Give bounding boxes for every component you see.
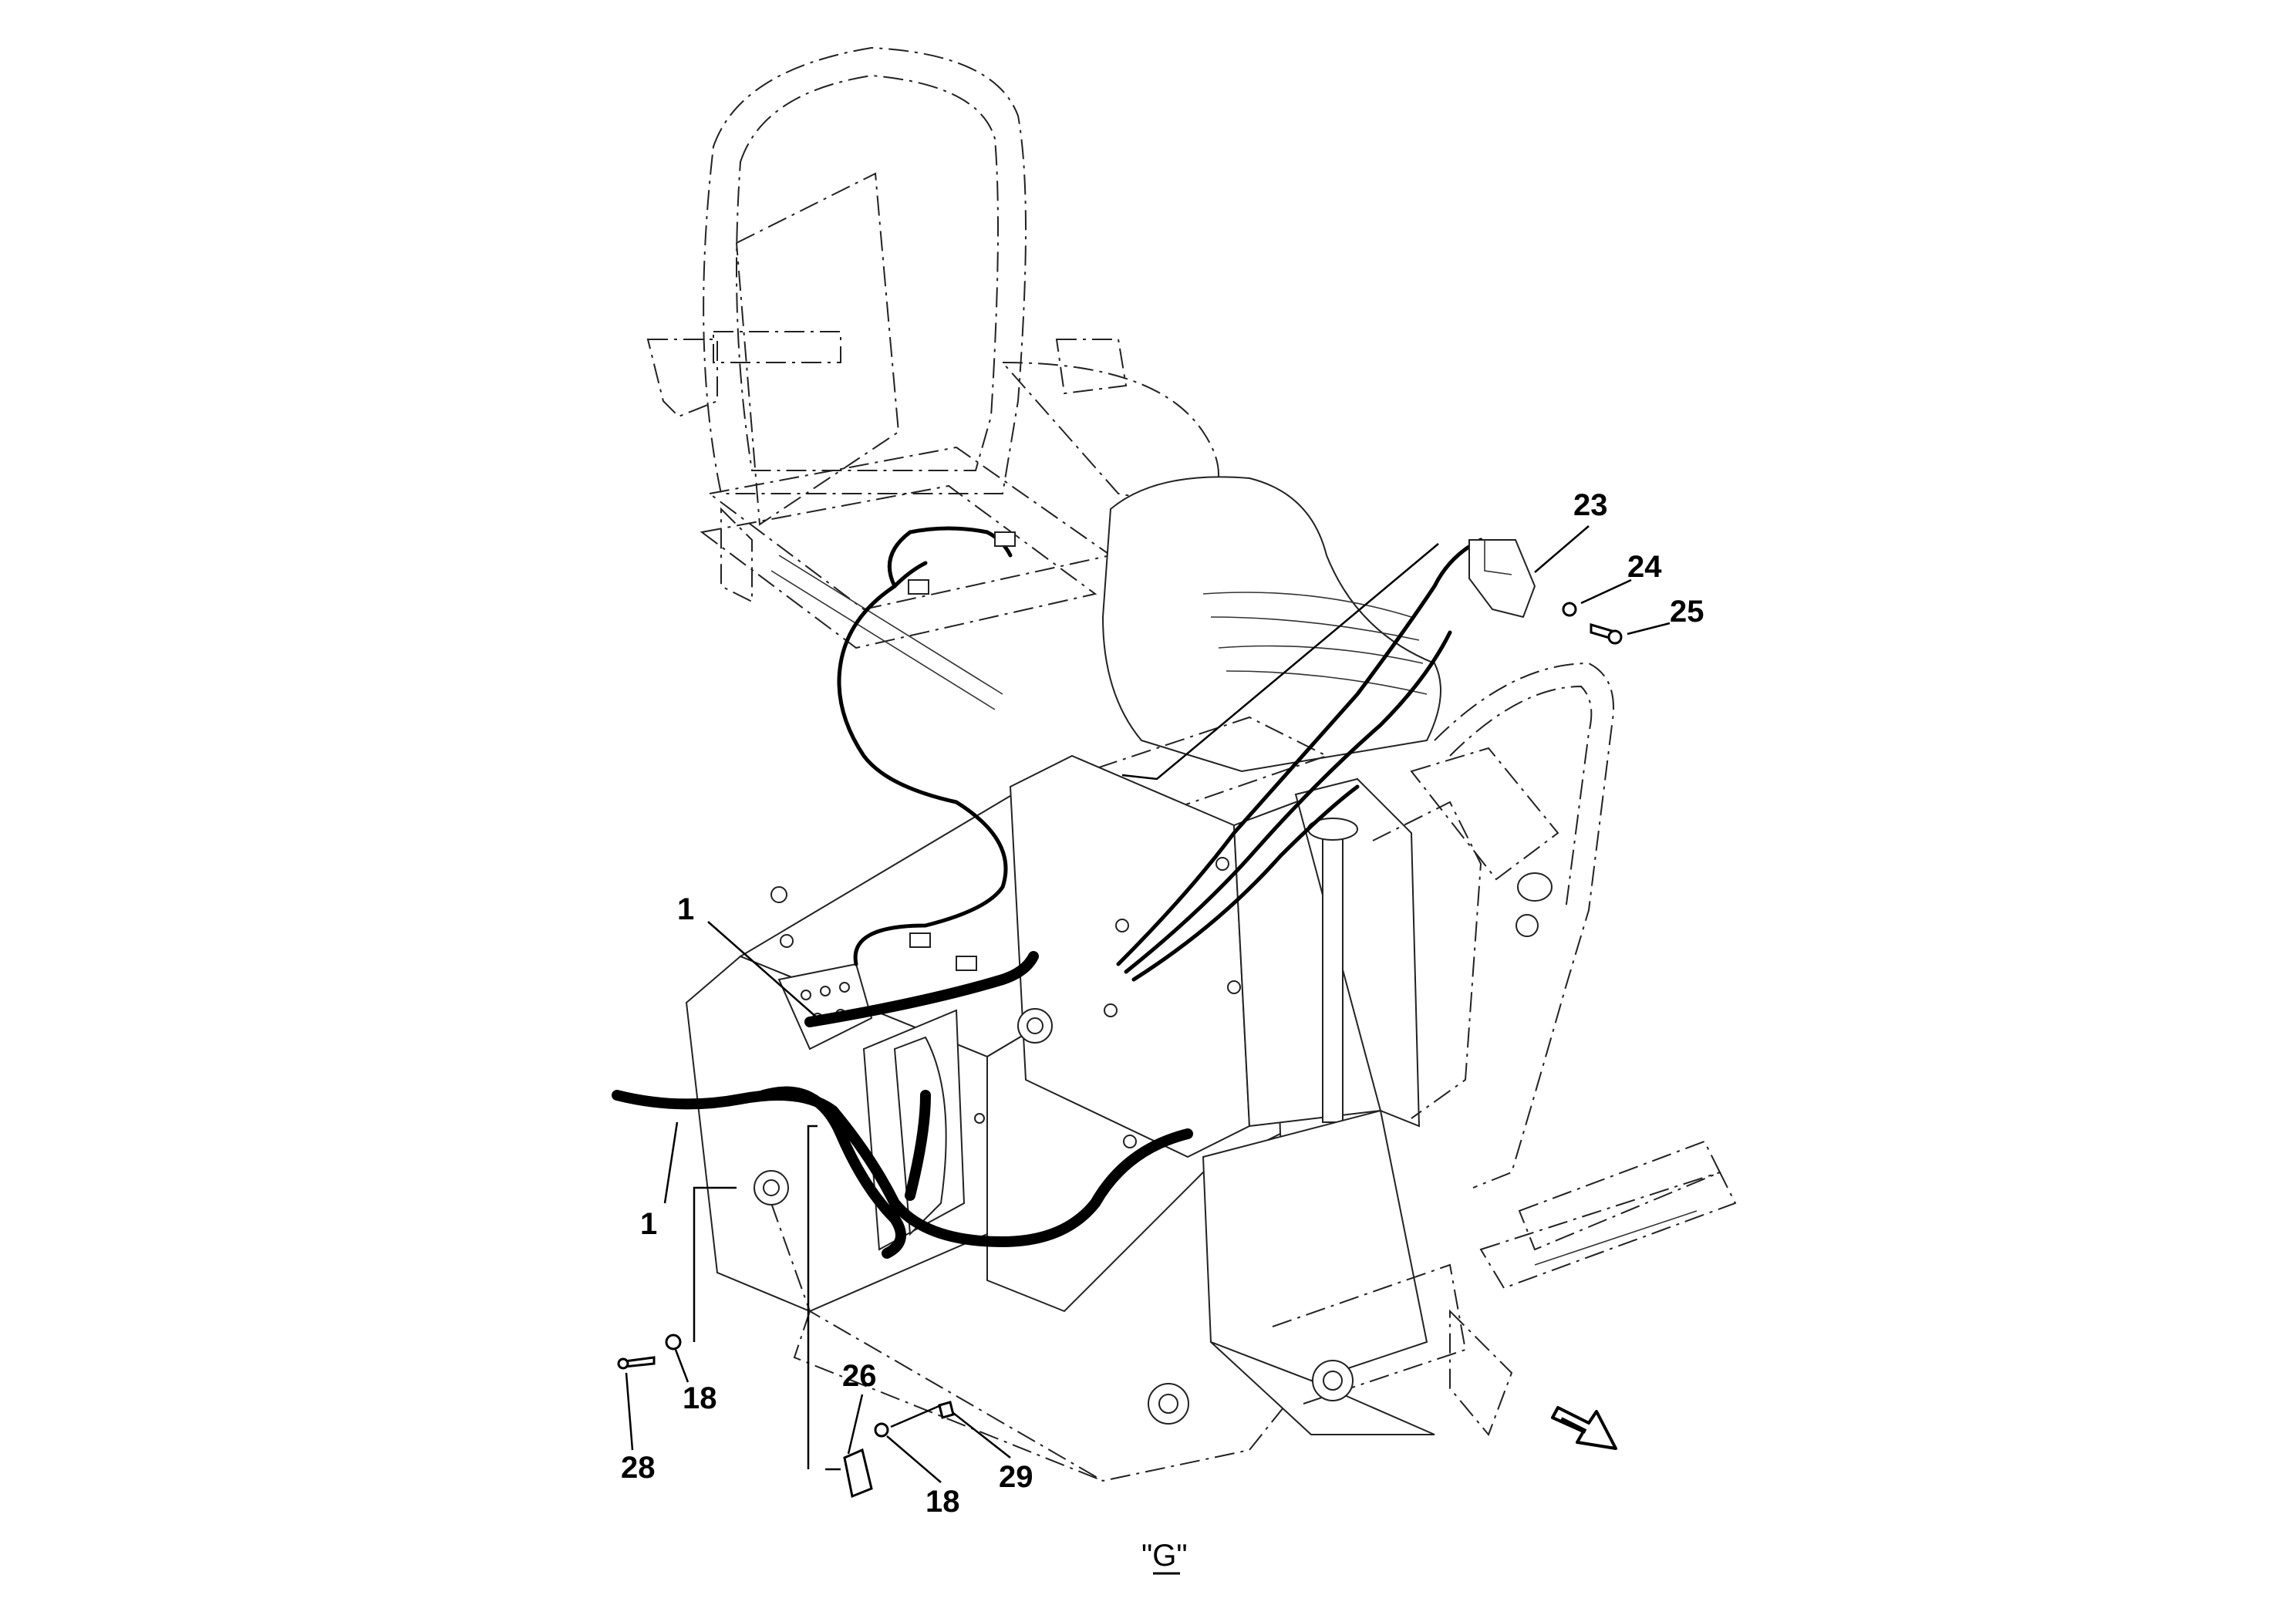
callout-1-upper: 1 xyxy=(677,892,694,926)
view-label-text: "G" xyxy=(1141,1539,1188,1573)
washer-24 xyxy=(1562,602,1577,617)
nut-29 xyxy=(938,1401,955,1419)
callout-28: 28 xyxy=(621,1451,656,1485)
seat-frame xyxy=(646,339,1219,710)
clip-26 xyxy=(843,1448,873,1499)
callout-18-left: 18 xyxy=(683,1381,717,1415)
callout-24: 24 xyxy=(1627,550,1662,584)
washer-18-right xyxy=(874,1422,889,1438)
washer-18-left xyxy=(665,1334,682,1351)
right-side-rail xyxy=(1410,662,1614,1189)
foot-pedal xyxy=(1449,1140,1737,1436)
wiring-harness xyxy=(612,526,1483,1259)
screw-28 xyxy=(623,1356,656,1368)
callout-labels: 1 1 23 24 25 18 28 26 18 29 xyxy=(621,488,1704,1519)
seat-backrest xyxy=(703,46,1027,526)
callout-18-right: 18 xyxy=(925,1485,960,1519)
callout-29: 29 xyxy=(999,1460,1033,1494)
callout-26: 26 xyxy=(842,1359,877,1393)
lower-hardware xyxy=(617,1334,955,1499)
callout-25: 25 xyxy=(1670,595,1704,629)
view-label: "G" xyxy=(1141,1539,1188,1575)
callout-23: 23 xyxy=(1573,488,1608,522)
main-frame xyxy=(685,754,1482,1482)
callout-1-lower: 1 xyxy=(640,1207,657,1241)
arrow-down-right-icon xyxy=(1551,1406,1617,1450)
switch-assembly xyxy=(1468,539,1623,645)
leader-lines xyxy=(625,525,1671,1483)
